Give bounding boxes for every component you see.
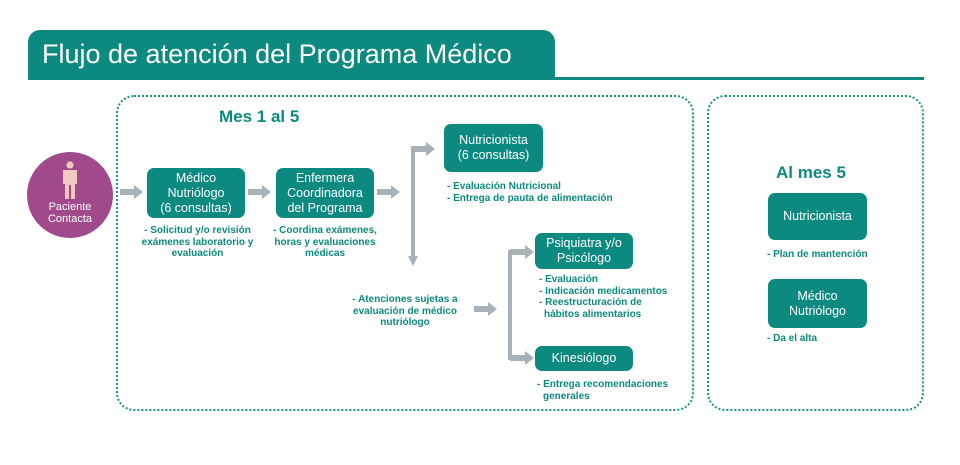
medico-nutriologo-node: Médico Nutriólogo (6 consultas) [147, 168, 245, 218]
medico2-note-line1: - Da el alta [767, 333, 818, 344]
medico2-note: - Da el alta [767, 333, 817, 345]
atenciones-sujetas-note: - Atenciones sujetas a evaluación de méd… [340, 294, 470, 329]
enfermera-line1: Enfermera [295, 170, 355, 185]
kinesiologo-note: - Entrega recomendaciones generales [537, 379, 668, 402]
kinesiologo-node: Kinesiólogo [535, 346, 633, 371]
medico2-line2: Nutriólogo [789, 303, 846, 318]
nutricionista2-line1: Nutricionista [783, 209, 852, 223]
sujetas-line2: evaluación de médico [353, 305, 457, 317]
psiquiatra-line2: Psicólogo [556, 251, 612, 265]
arrow-to-nutricionista [413, 142, 435, 156]
patient-label-line1: Paciente [48, 201, 92, 213]
enfermera-note-line1: - Coordina exámenes, [273, 225, 377, 236]
psiquiatra-note-line4: hábitos alimentarios [544, 308, 642, 320]
nutricionista-note: - Evaluación Nutricional - Entrega de pa… [447, 181, 613, 204]
psiquiatra-note-line2: - Indicación medicamentos [539, 285, 668, 297]
psiquiatra-node: Psiquiatra y/o Psicólogo [535, 233, 633, 269]
nutricionista-mantencion-node: Nutricionista [768, 193, 867, 240]
enfermera-line2: Coordinadora [287, 185, 363, 200]
medico-note-line1: - Solicitud y/o revisión [144, 225, 251, 236]
medico-note-line3: evaluación [171, 248, 224, 259]
sujetas-line1: - Atenciones sujetas a [352, 294, 458, 305]
arrow-to-psiquiatra [510, 245, 534, 259]
nutricionista2-note-line1: - Plan de mantención [767, 249, 868, 260]
arrow-sujetas-to-split [474, 302, 497, 316]
nutricionista-note-line2: - Entrega de pauta de alimentación [447, 192, 613, 204]
medico2-line1: Médico [797, 288, 838, 303]
patient-label-line2: Contacta [47, 213, 93, 225]
branch-line [411, 146, 415, 257]
arrow-down [408, 256, 418, 266]
enfermera-line3: del Programa [287, 200, 363, 215]
phase2-heading: Al mes 5 [776, 163, 846, 182]
kinesiologo-note-line1: - Entrega recomendaciones [537, 379, 669, 390]
nutricionista2-note: - Plan de mantención [767, 249, 868, 261]
kinesiologo-line1: Kinesiólogo [551, 351, 617, 365]
medico-note-line2: exámenes laboratorio y [141, 236, 254, 248]
patient-node: Paciente Contacta [27, 152, 113, 238]
medico-alta-node: Médico Nutriólogo [768, 279, 867, 328]
arrow-enfermera-to-branch [377, 185, 400, 199]
phase1-heading: Mes 1 al 5 [219, 107, 300, 126]
nutricionista-node: Nutricionista (6 consultas) [444, 124, 543, 172]
person-icon [63, 161, 77, 199]
nutricionista-note-line1: - Evaluación Nutricional [447, 181, 561, 192]
sujetas-line3: nutriólogo [380, 317, 430, 328]
title-underline [28, 77, 924, 80]
enfermera-note: - Coordina exámenes, horas y evaluacione… [255, 225, 395, 260]
psiquiatra-note-line3: - Reestructuración de [539, 297, 642, 308]
arrow-to-kinesiologo [510, 351, 534, 365]
psiquiatra-note-line1: - Evaluación [539, 274, 598, 285]
page-title: Flujo de atención del Programa Médico [28, 30, 555, 79]
phase2-panel [707, 95, 924, 411]
psiquiatra-line1: Psiquiatra y/o [546, 236, 622, 250]
arrow-medico-to-enfermera [248, 185, 271, 199]
nutricionista-line1: Nutricionista [459, 133, 528, 147]
kinesiologo-note-line2: generales [543, 390, 590, 402]
enfermera-note-line2: horas y evaluaciones [274, 236, 376, 248]
medico-line3: (6 consultas) [160, 200, 232, 215]
medico-line2: Nutriólogo [167, 185, 225, 200]
arrow-patient-to-medico [120, 185, 143, 199]
split-line [508, 250, 512, 360]
medico-note: - Solicitud y/o revisión exámenes labora… [130, 225, 265, 260]
psiquiatra-note: - Evaluación - Indicación medicamentos -… [539, 274, 667, 320]
enfermera-node: Enfermera Coordinadora del Programa [276, 168, 374, 218]
medico-line1: Médico [175, 170, 217, 185]
phase1-panel [116, 95, 694, 411]
enfermera-note-line3: médicas [304, 248, 346, 259]
nutricionista-line2: (6 consultas) [457, 148, 530, 162]
